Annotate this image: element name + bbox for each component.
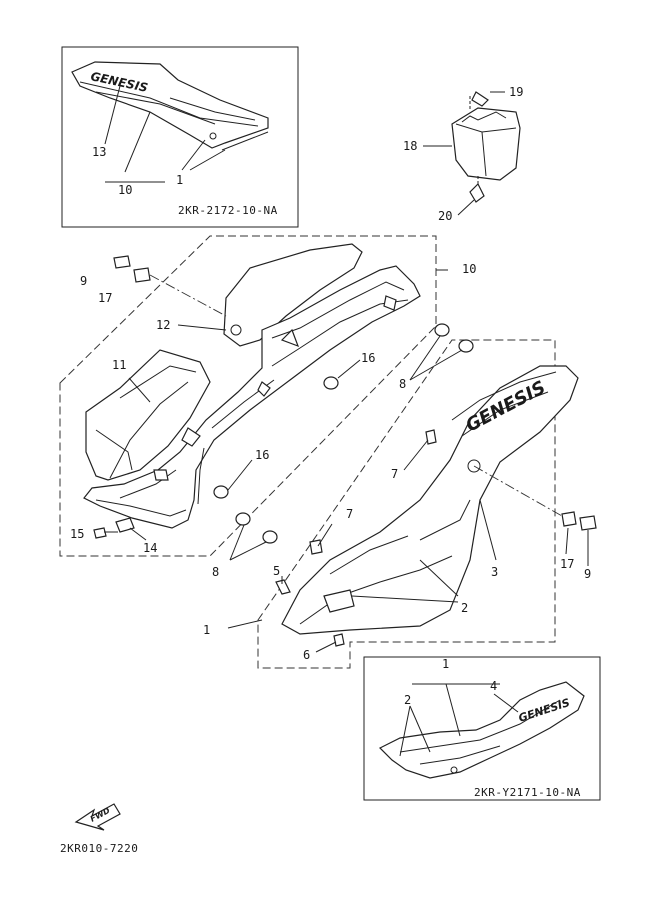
inset-top-callout-13: 13 <box>92 145 106 159</box>
damper-16b <box>213 485 229 499</box>
callout-8a: 8 <box>399 377 406 391</box>
cover-frame <box>83 265 421 529</box>
bolt-19 <box>471 91 489 107</box>
callout-20: 20 <box>438 209 452 223</box>
fwd-arrow-icon <box>74 803 121 831</box>
inset-top-callout-1: 1 <box>176 173 183 187</box>
inset-top: GENESIS 13 1 10 2KR-2172-10-NA <box>61 46 299 228</box>
callout-18: 18 <box>403 139 417 153</box>
bolt-9b <box>579 515 597 531</box>
assembly-10-outline <box>59 235 437 557</box>
callout-8b: 8 <box>212 565 219 579</box>
right-assembly: GENESIS 3 2 1 5 6 7 7 17 9 <box>203 365 597 662</box>
callout-6: 6 <box>303 648 310 662</box>
grommet-8a <box>434 323 450 337</box>
callout-10: 10 <box>462 262 476 276</box>
battery-box-group: 19 18 20 <box>403 85 523 223</box>
inset-top-callout-10: 10 <box>118 183 132 197</box>
callout-19: 19 <box>509 85 523 99</box>
nut-20 <box>469 182 485 203</box>
callout-12: 12 <box>156 318 170 332</box>
collar-17a <box>133 267 151 283</box>
inset-bottom-callout-1: 1 <box>442 657 449 671</box>
callout-17a: 17 <box>98 291 112 305</box>
callout-7a: 7 <box>391 467 398 481</box>
bolt-9a <box>113 255 131 269</box>
damper-16a <box>323 376 339 390</box>
inset-bottom-callout-2: 2 <box>404 693 411 707</box>
callout-1: 1 <box>203 623 210 637</box>
callout-7b: 7 <box>346 507 353 521</box>
fwd-arrow: FWD <box>74 803 121 831</box>
collar-17b <box>561 511 577 527</box>
grommet-7a <box>425 429 437 445</box>
callout-11: 11 <box>112 358 126 372</box>
callout-5: 5 <box>273 564 280 578</box>
grommet-8d <box>262 530 278 544</box>
callout-16a: 16 <box>361 351 375 365</box>
pin-5 <box>275 579 291 595</box>
grommet-8c <box>235 512 251 526</box>
callout-3: 3 <box>491 565 498 579</box>
callout-17b: 17 <box>560 557 574 571</box>
callout-2: 2 <box>461 601 468 615</box>
callout-14: 14 <box>143 541 157 555</box>
inset-bottom-callout-4: 4 <box>490 679 497 693</box>
inset-bottom-code: 2KR-Y2171-10-NA <box>474 786 581 799</box>
battery-box <box>451 107 521 181</box>
inner-panel-11 <box>85 349 211 481</box>
inset-bottom-side-cover <box>378 681 585 779</box>
clip-14 <box>115 517 135 533</box>
nut-6 <box>333 633 345 647</box>
left-assembly: 9 17 12 11 16 16 8 8 15 14 10 <box>70 243 476 579</box>
grommet-8b <box>458 339 474 353</box>
inset-top-frame <box>61 46 299 228</box>
callout-15: 15 <box>70 527 84 541</box>
callout-9a: 9 <box>80 274 87 288</box>
diagram-code: 2KR010-7220 <box>60 842 138 855</box>
inset-bottom-frame <box>363 656 601 801</box>
plate-12 <box>223 243 363 347</box>
callout-16b: 16 <box>255 448 269 462</box>
inset-top-code: 2KR-2172-10-NA <box>178 204 278 217</box>
inset-bottom: GENESIS 1 2 4 2KR-Y2171-10-NA <box>363 656 601 801</box>
tab-2 <box>323 589 355 613</box>
side-cover-3 <box>281 365 579 635</box>
callout-9b: 9 <box>584 567 591 581</box>
screw-15 <box>93 527 107 539</box>
